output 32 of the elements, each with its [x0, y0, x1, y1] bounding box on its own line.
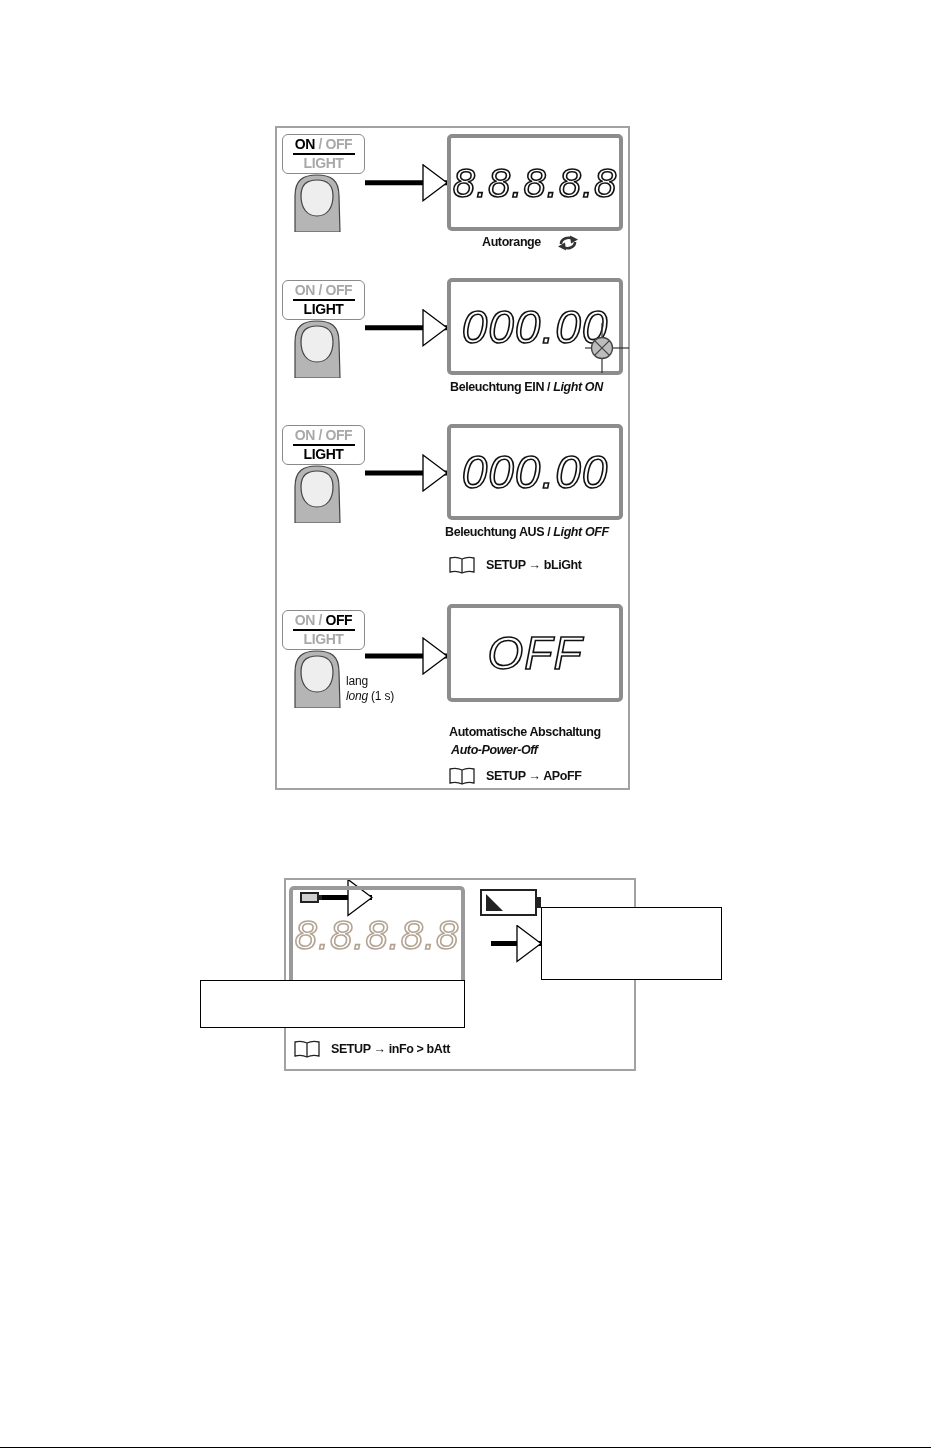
display-digits: 8.8.8.8.8	[452, 162, 618, 203]
duration-label: long (1 s)	[346, 688, 395, 704]
arrow	[322, 878, 373, 917]
key-label: ON / OFF	[292, 136, 355, 155]
key-label: ON / OFF	[292, 427, 355, 446]
display-label: Beleuchtung EIN / Light ON	[450, 379, 603, 395]
key-label: LIGHT	[302, 301, 345, 318]
display-label: Beleuchtung AUS / Light OFF	[445, 524, 609, 540]
arrow	[365, 454, 448, 492]
key-label: ON / OFF	[292, 612, 355, 631]
display-digits: 000.00	[461, 449, 609, 495]
display-label: Automatische Abschaltung	[449, 724, 601, 740]
arrow	[365, 309, 448, 347]
display-digits: 8.8.8.8.8	[294, 915, 460, 955]
duration-label: lang	[346, 673, 368, 689]
arrow	[365, 637, 448, 675]
blank-box	[200, 980, 465, 1028]
display-label: Autorange	[482, 234, 541, 250]
key-label: LIGHT	[302, 446, 345, 463]
menu-path-label: SETUP → inFo > bAtt	[331, 1041, 450, 1057]
menu-path-label: SETUP → bLiGht	[486, 557, 582, 573]
display-digits: OFF	[487, 630, 583, 676]
display-label: Auto-Power-Off	[451, 742, 538, 758]
blank-box	[541, 907, 722, 980]
display-digits: 000.00	[461, 303, 609, 350]
key-label: LIGHT	[302, 155, 345, 172]
key-label: ON / OFF	[292, 282, 355, 301]
menu-path-label: SETUP → APoFF	[486, 768, 582, 784]
arrow	[491, 924, 542, 963]
key-label: LIGHT	[302, 631, 345, 648]
arrow	[365, 164, 448, 202]
panel-frame	[275, 126, 630, 790]
